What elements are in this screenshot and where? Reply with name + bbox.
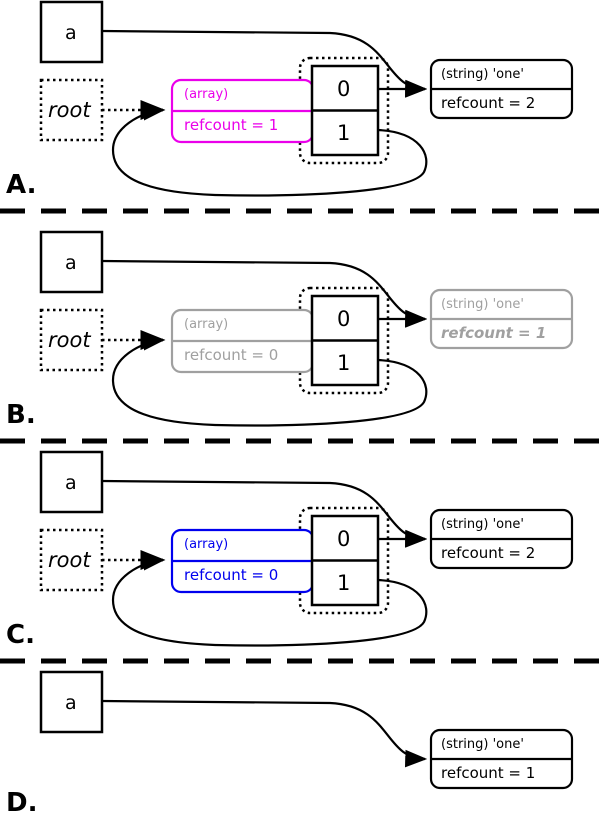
panel-letter-b: B. [6,400,36,430]
array-refcount-label: refcount = 0 [184,566,279,584]
variable-box-a [39,0,104,64]
panel-letter-c: C. [6,620,35,650]
array-refcount-label: refcount = 0 [184,346,279,364]
panel-c-graphics [0,450,614,664]
variable-label-a: a [65,252,77,274]
cell-index-0: 0 [337,307,351,331]
string-type-label: (string) 'one' [441,297,524,312]
string-refcount-label: refcount = 2 [441,94,536,112]
string-type-label: (string) 'one' [441,517,524,532]
variable-box-a [39,450,104,514]
panel-letter-a: A. [6,170,37,200]
root-box [39,528,104,592]
string-refcount-label: refcount = 1 [441,324,547,342]
variable-label-a: a [65,22,77,44]
string-node [429,508,574,570]
array-cells [310,514,380,607]
root-label: root [48,98,91,122]
cell-index-0: 0 [337,527,351,551]
edge-cell1-to-array [111,332,428,427]
cell-index-0: 0 [337,77,351,101]
array-node [170,308,315,374]
string-node [429,288,574,350]
variable-box-a [39,230,104,294]
array-refcount-label: refcount = 1 [184,116,279,134]
cell-index-1: 1 [337,351,351,375]
string-refcount-label: refcount = 2 [441,544,536,562]
edge-a-to-string [101,699,428,768]
panel-letter-d: D. [6,788,38,814]
string-type-label: (string) 'one' [441,67,524,82]
cell-index-1: 1 [337,571,351,595]
array-type-label: (array) [184,317,229,332]
root-box [39,78,104,142]
string-refcount-label: refcount = 1 [441,764,536,782]
edge-cell1-to-array [111,552,428,647]
array-node [170,528,315,594]
variable-box-a [39,670,104,734]
variable-label-a: a [65,472,77,494]
panel-b-graphics [0,230,614,444]
string-type-label: (string) 'one' [441,737,524,752]
root-label: root [48,328,91,352]
array-cells [310,64,380,157]
string-node [429,728,574,790]
string-node [429,58,574,120]
array-type-label: (array) [184,87,229,102]
panel-d-graphics [39,670,574,790]
variable-label-a: a [65,692,77,714]
array-cells [310,294,380,387]
panel-a-graphics [0,0,614,214]
cell-index-1: 1 [337,121,351,145]
array-type-label: (array) [184,537,229,552]
edge-cell1-to-array [111,102,428,197]
root-label: root [48,548,91,572]
